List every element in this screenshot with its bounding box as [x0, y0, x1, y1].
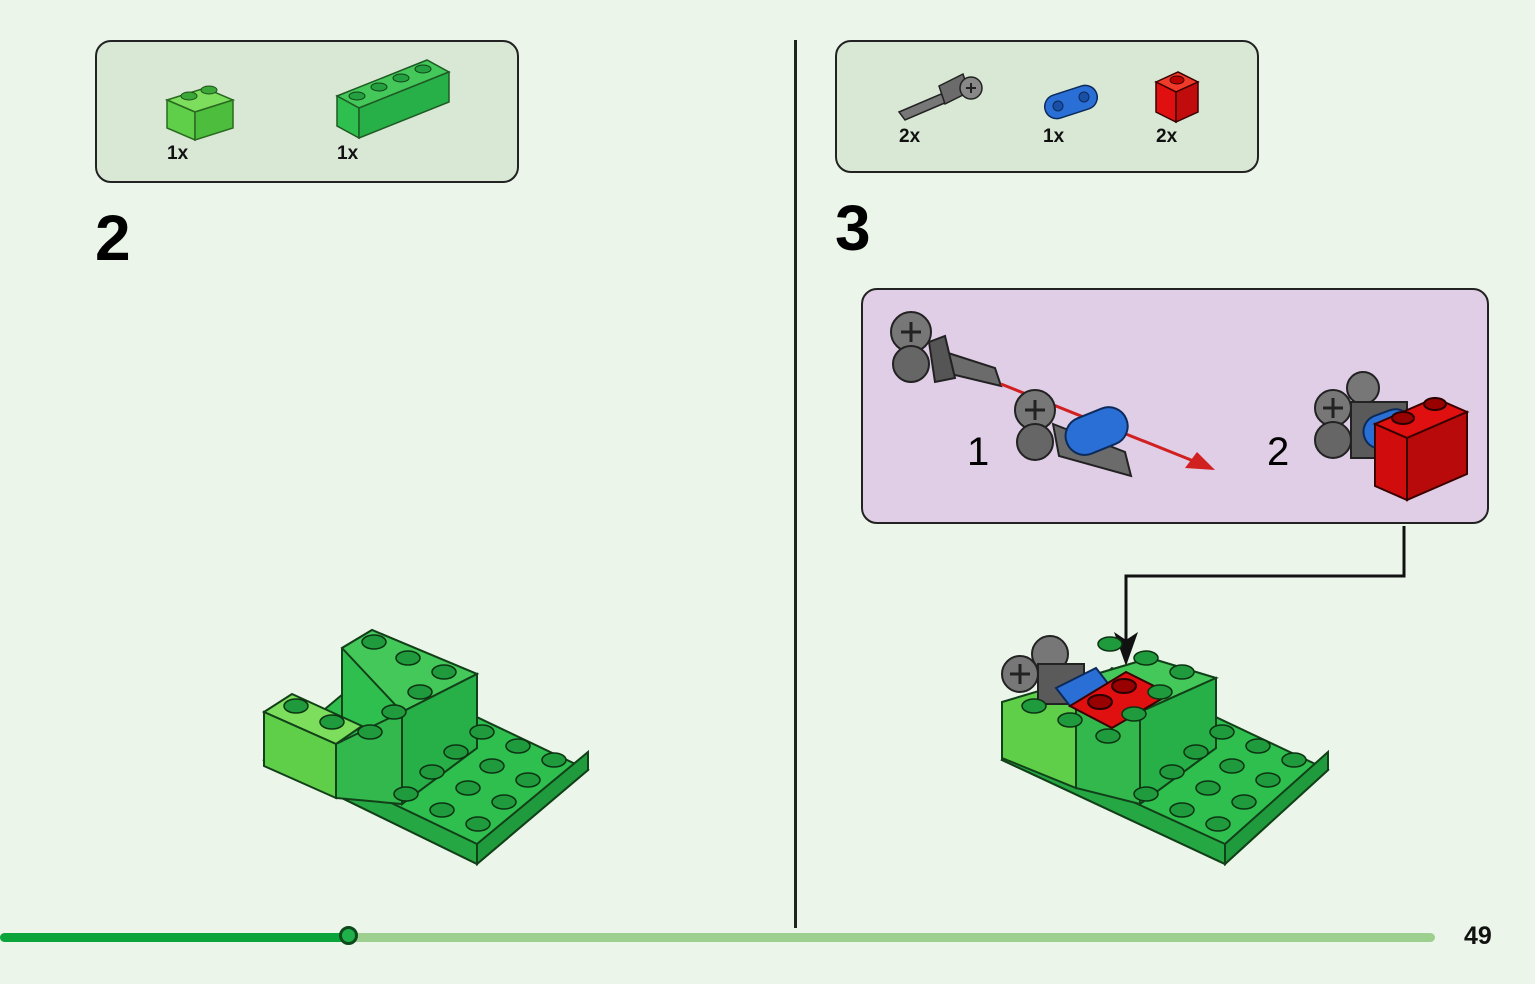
progress-fill — [0, 933, 349, 942]
progress-track — [0, 933, 1435, 942]
page-divider — [794, 40, 797, 928]
green-brick-1x4-icon — [335, 59, 451, 140]
step-number: 2 — [95, 202, 131, 274]
part-qty: 2x — [1156, 126, 1178, 147]
build-model-step-3 — [1000, 635, 1330, 867]
part-qty: 2x — [899, 126, 921, 147]
sub-step-number: 2 — [1267, 430, 1290, 474]
gray-axle-pin-icon — [897, 72, 983, 121]
page-number: 49 — [1464, 922, 1492, 950]
part-qty: 1x — [337, 143, 359, 164]
blue-connector-icon — [1043, 84, 1099, 120]
step-number: 3 — [835, 192, 871, 264]
progress-knob[interactable] — [339, 926, 358, 945]
part-qty: 1x — [167, 143, 189, 164]
red-brick-assembly-diagram — [1314, 371, 1470, 502]
sub-assembly-callout: 1 2 — [861, 288, 1489, 524]
green-brick-1x2-icon — [164, 85, 236, 142]
sub-step-number: 1 — [967, 430, 990, 474]
build-model-step-2 — [261, 628, 590, 867]
axle-pin-insert-diagram — [890, 311, 1215, 478]
left-parts-box: 1x 1x — [95, 40, 519, 183]
right-parts-box: 2x 1x 2x — [835, 40, 1259, 173]
red-brick-icon — [1154, 71, 1200, 124]
part-qty: 1x — [1043, 126, 1065, 147]
